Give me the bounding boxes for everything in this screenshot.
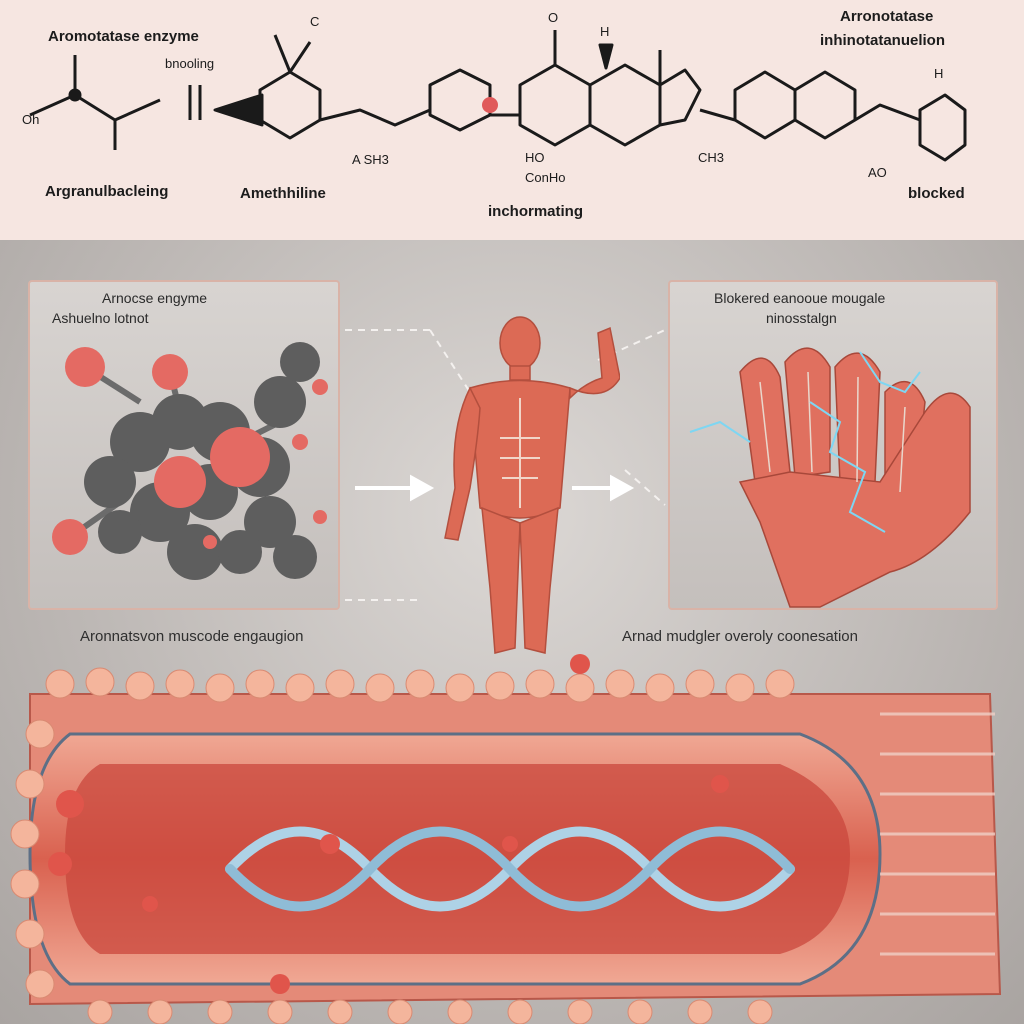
annotation-label: blocked: [908, 185, 965, 202]
diagram-subtitle-right: inhinotatanuelion: [820, 32, 945, 49]
atom-node: [482, 97, 498, 113]
bond-line: [319, 108, 431, 127]
atom-label: H: [934, 66, 944, 81]
muscle-fiber-section: [10, 654, 1002, 1024]
bond-line: [854, 103, 921, 122]
muscular-figure: [444, 316, 620, 654]
atom-label: ConHo: [525, 170, 566, 185]
atom-label: CH3: [698, 150, 725, 165]
caption-right: Arnad mudgler overoly coonesation: [622, 628, 858, 645]
wedge-bond: [213, 93, 264, 127]
enzyme-panel: Arnocse engyme Ashuelno lotnot: [28, 280, 340, 610]
panel-subtitle: ninosstalgn: [766, 310, 837, 326]
atom-label: H: [600, 24, 610, 39]
caption-left: Aronnatsvon muscode engaugion: [80, 628, 304, 645]
diagram-title-left: Aromotatase enzyme: [48, 28, 199, 45]
annotation-label: Amethhiline: [240, 185, 326, 202]
ring: [658, 68, 702, 127]
panel-title: Arnocse engyme: [102, 290, 208, 306]
atom-label: A SH3: [352, 152, 389, 167]
annotation-label: inchormating: [488, 203, 584, 220]
panel-title: Blokered eanooue mougale: [714, 290, 886, 306]
atom-label: O: [548, 10, 559, 25]
annotation-label: Argranulbacleing: [45, 183, 169, 200]
atom-label: Oh: [22, 112, 40, 127]
panel-subtitle: Ashuelno lotnot: [52, 310, 149, 326]
atom-label: C: [310, 14, 320, 29]
enzyme-molecule: [52, 342, 328, 580]
atom-label: HO: [525, 150, 545, 165]
muscle-hand-illustration: [689, 347, 971, 608]
muscle-panel: Blokered eanooue mougale ninosstalgn: [668, 280, 998, 610]
diagram-title-right: Arronotatase: [840, 8, 934, 25]
diagram-subtitle-left: bnooling: [165, 56, 215, 71]
wedge-bond: [598, 43, 614, 70]
molecular-structures: [29, 30, 967, 162]
bond-line: [273, 34, 292, 73]
ring: [918, 93, 967, 162]
atom-label: AO: [868, 165, 887, 180]
bond-line: [288, 41, 312, 73]
bond-line: [699, 108, 736, 122]
chemistry-strip: Aromotatase enzyme bnooling Arronotatase…: [0, 0, 1024, 240]
atom-node: [68, 88, 82, 102]
